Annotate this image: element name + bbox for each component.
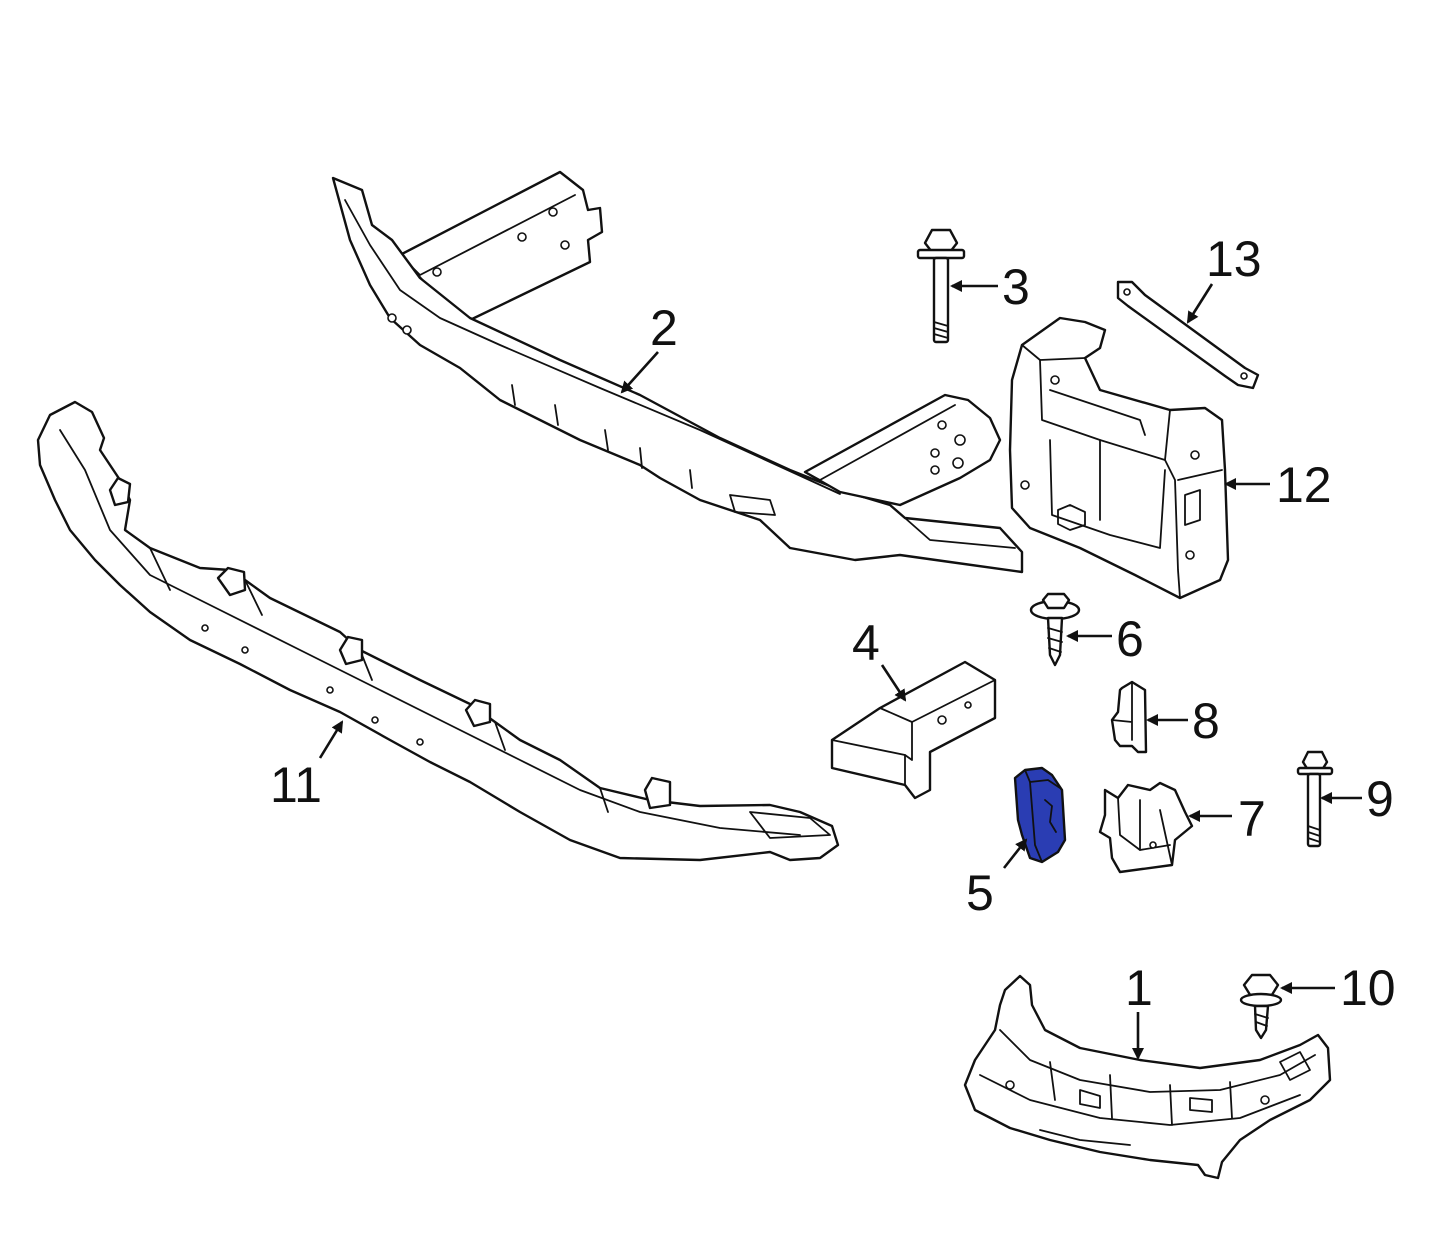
callout-12: 12 — [1276, 457, 1332, 513]
part-1-lower-carrier[interactable] — [963, 974, 1332, 1180]
callout-8: 8 — [1192, 693, 1220, 749]
part-4-bracket[interactable] — [830, 660, 997, 800]
part-6-screw[interactable] — [1029, 592, 1081, 667]
part-5-bracket-highlighted[interactable] — [1013, 766, 1067, 864]
callout-labels: 1 2 3 4 5 6 7 8 9 10 11 12 13 — [270, 231, 1396, 1016]
part-12-bracket-housing[interactable] — [1008, 316, 1230, 600]
part-10-screw[interactable] — [1239, 973, 1283, 1040]
leader-11 — [318, 720, 344, 759]
callout-6: 6 — [1116, 611, 1144, 667]
part-13-plate[interactable] — [1116, 280, 1260, 390]
callout-7: 7 — [1238, 791, 1266, 847]
part-9-bolt[interactable] — [1296, 750, 1334, 848]
callout-9: 9 — [1366, 771, 1394, 827]
part-3-bolt[interactable] — [916, 228, 966, 344]
leader-4 — [880, 664, 907, 702]
callout-3: 3 — [1002, 259, 1030, 315]
leader-13 — [1186, 283, 1214, 324]
leader-2 — [620, 351, 659, 394]
callout-10: 10 — [1340, 960, 1396, 1016]
callout-5: 5 — [966, 865, 994, 921]
callout-13: 13 — [1206, 231, 1262, 287]
callout-2: 2 — [650, 300, 678, 356]
leader-5 — [1002, 838, 1028, 869]
callout-4: 4 — [852, 615, 880, 671]
callout-1: 1 — [1125, 960, 1153, 1016]
part-11-lower-reinforcement[interactable] — [36, 400, 840, 862]
part-8-clip[interactable] — [1110, 680, 1148, 754]
part-2-upper-reinforcement[interactable] — [331, 170, 1024, 574]
part-7-bracket[interactable] — [1098, 781, 1194, 874]
leader-lines — [318, 280, 1362, 1060]
callout-11: 11 — [270, 757, 322, 813]
